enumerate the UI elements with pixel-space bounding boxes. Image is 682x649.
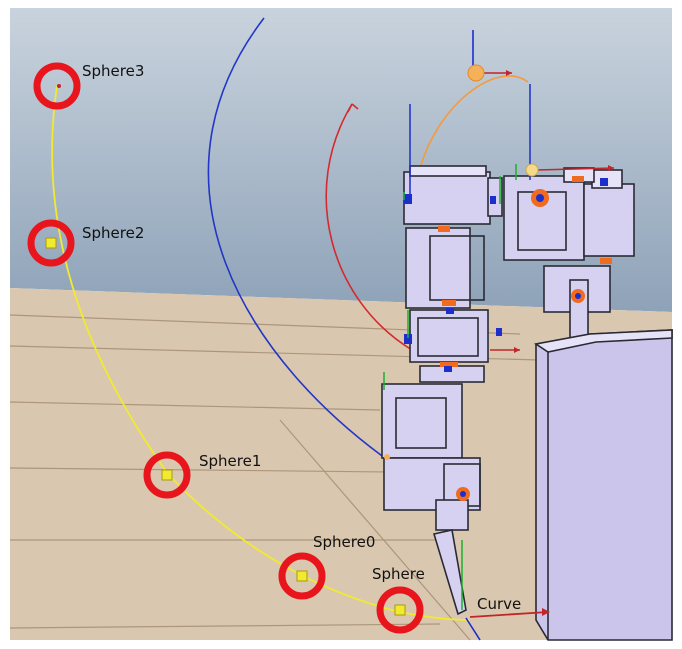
robot-link-middle-upper[interactable] <box>405 227 471 309</box>
sphere-marker-3[interactable] <box>33 62 81 110</box>
label-sphere1: Sphere1 <box>199 452 261 470</box>
label-sphere2: Sphere2 <box>82 224 144 242</box>
sphere-marker-0[interactable] <box>278 552 326 600</box>
robot-joint-pads <box>438 176 612 367</box>
floor-plank-lines <box>9 314 541 641</box>
label-sphere0: Sphere0 <box>313 533 375 551</box>
target-handle-sphere[interactable] <box>467 64 485 82</box>
axis-arc-blue <box>207 17 403 471</box>
robot-joint-discs <box>404 178 608 501</box>
handle-x-arrowhead <box>506 70 512 76</box>
label-curve: Curve <box>477 595 521 613</box>
robot-link-lower-upper[interactable] <box>381 383 463 459</box>
curve-x-arrowhead <box>542 608 550 616</box>
robot-end-effector[interactable] <box>432 529 467 616</box>
robot-link-wrist[interactable] <box>435 499 469 531</box>
robot-link-top-far-right[interactable] <box>583 183 635 257</box>
label-sphere3: Sphere3 <box>82 62 144 80</box>
robot-link-top-right[interactable] <box>503 175 585 261</box>
sphere-marker-2[interactable] <box>27 219 75 267</box>
axis-arc-red-arrowhead <box>347 103 359 113</box>
sphere-marker-1[interactable] <box>143 451 191 499</box>
floor-plane <box>10 288 672 640</box>
blue-arc-endpoint <box>384 454 390 460</box>
robot-link-top-left[interactable] <box>403 171 491 225</box>
robot-joint-axes <box>383 84 615 610</box>
curve-x-axis <box>469 611 549 618</box>
curve-z-axis <box>465 617 481 641</box>
axis-arc-red <box>325 103 413 351</box>
trajectory-curve[interactable] <box>51 85 471 621</box>
sphere-marker-base[interactable] <box>376 586 424 634</box>
robot-top-joint-sphere <box>525 163 539 177</box>
robot-arm[interactable] <box>381 165 635 616</box>
axis-arc-orange <box>419 75 529 169</box>
label-sphere: Sphere <box>372 565 425 583</box>
support-pillar <box>533 329 673 641</box>
